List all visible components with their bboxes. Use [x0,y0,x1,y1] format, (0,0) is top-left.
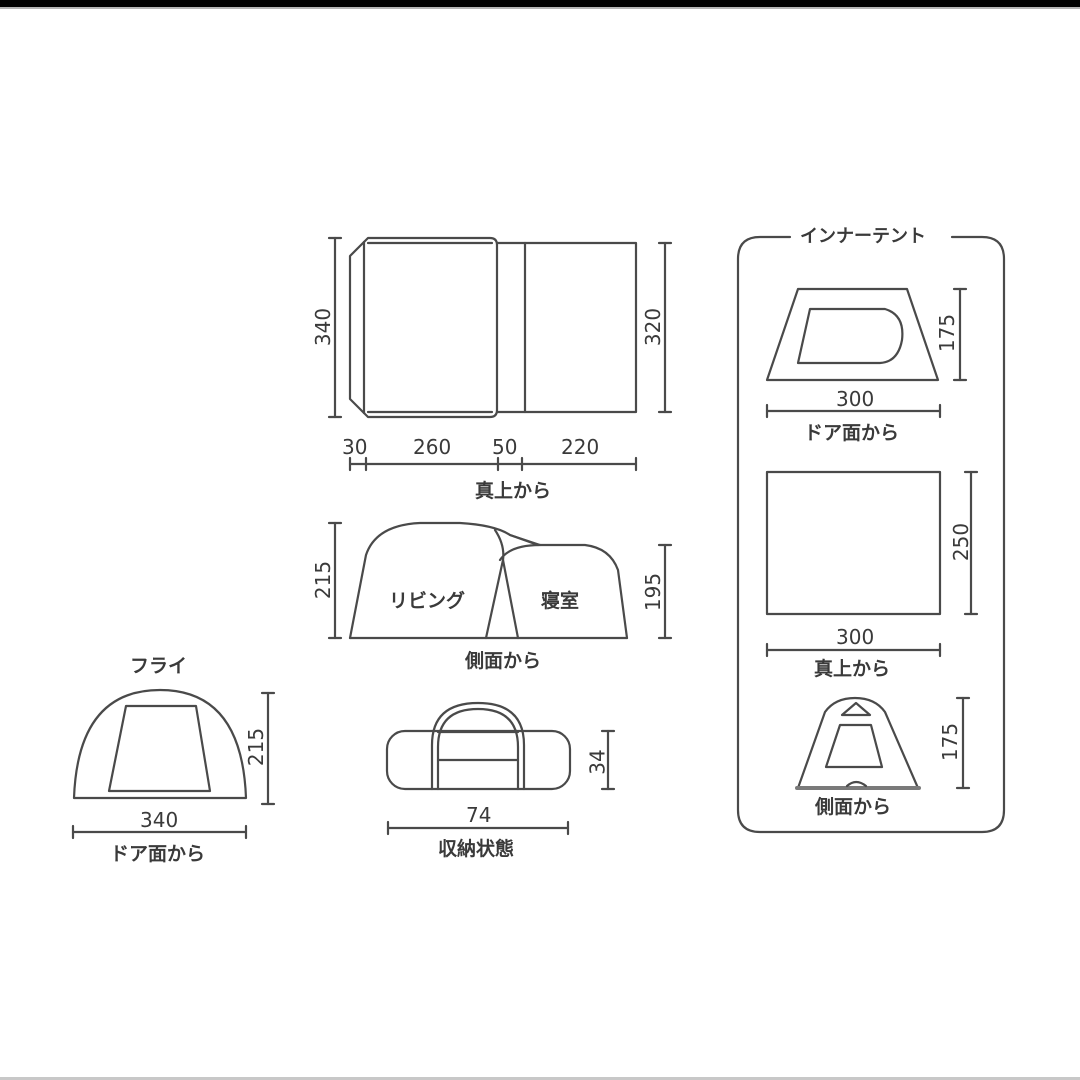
fly-drawing [71,688,276,840]
top-view-height-right: 320 [641,307,666,347]
top-band-shadow [0,7,1080,9]
inner-top-height: 250 [949,522,974,562]
top-view-width-vestibule: 30 [342,435,368,459]
top-view-width-living: 260 [413,435,452,459]
top-black-band [0,0,1080,7]
top-view-width-bedroom: 220 [561,435,600,459]
inner-side-height: 175 [938,722,963,762]
inner-door-caption: ドア面から [804,422,900,444]
inner-tent-title: インナーテント [794,228,932,246]
inner-top-width: 300 [836,625,875,649]
storage-bag-drawing [385,701,616,836]
top-view-height-left: 340 [311,307,336,347]
inner-door-height: 175 [935,313,960,353]
side-view-caption: 側面から [465,650,542,672]
inner-side-view-drawing [795,696,971,790]
top-view-width-gap: 50 [492,435,518,459]
side-view-drawing [327,521,673,640]
room-label-bedroom: 寝室 [541,590,580,612]
inner-tent-frame [736,235,1006,834]
storage-height: 34 [585,749,610,775]
inner-side-caption: 側面から [815,796,892,818]
inner-door-width: 300 [836,387,875,411]
storage-caption: 収納状態 [438,838,515,860]
inner-top-caption: 真上から [814,658,891,680]
storage-width: 74 [466,803,492,827]
fly-caption: ドア面から [110,843,206,865]
bottom-border-line [0,1077,1080,1080]
fly-width: 340 [140,808,179,832]
room-label-living: リビング [389,590,466,612]
side-view-height-right: 195 [641,572,666,612]
side-view-height-left: 215 [311,560,336,600]
fly-title: フライ [130,655,188,677]
fly-height: 215 [244,727,269,767]
top-view-drawing [327,236,673,472]
top-view-caption: 真上から [475,480,552,502]
inner-door-view-drawing [765,287,968,419]
inner-top-view-drawing [765,470,979,658]
